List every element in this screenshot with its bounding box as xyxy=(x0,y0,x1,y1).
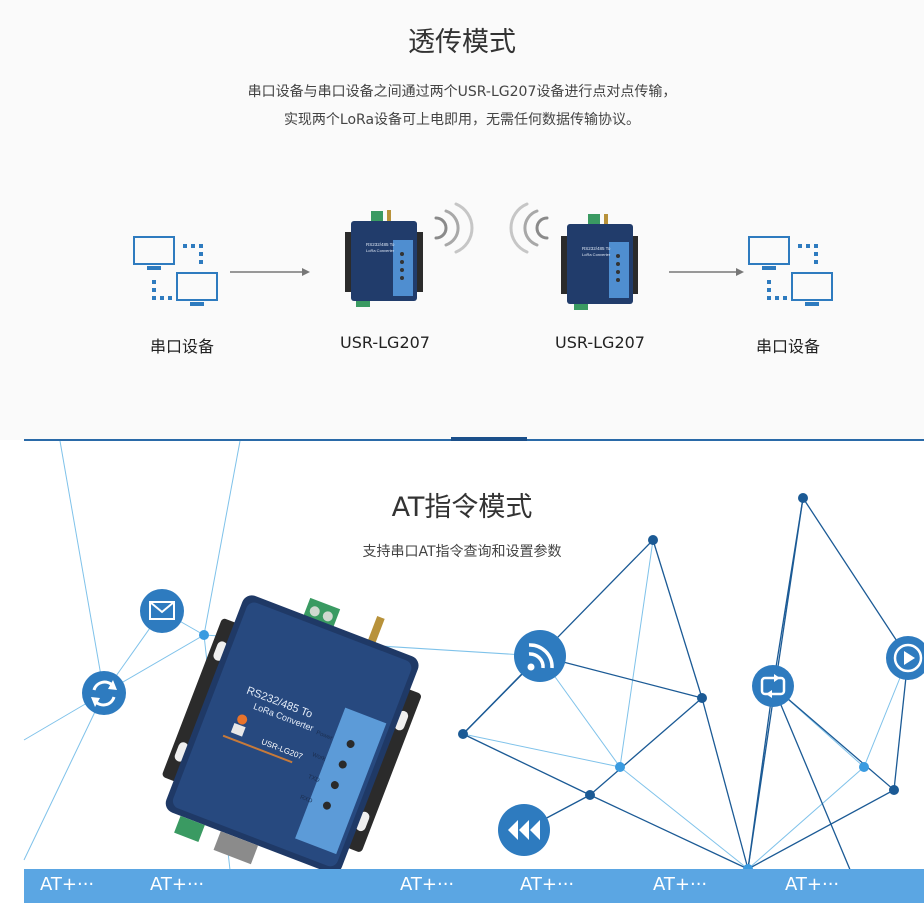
at-label-4: AT+··· xyxy=(520,874,575,895)
usr-lg207-module-b: RS232/485 To LoRa Converter xyxy=(561,214,638,310)
section-subtitle-at: 支持串口AT指令查询和设置参数 xyxy=(362,544,562,560)
section-divider-accent xyxy=(451,437,527,443)
at-label-1: AT+··· xyxy=(40,874,95,895)
svg-text:Power: Power xyxy=(315,730,333,742)
signal-waves-b xyxy=(509,202,549,254)
wireless-signal-icon xyxy=(514,630,566,682)
section-desc-line1: 串口设备与串口设备之间通过两个USR-LG207设备进行点对点传输， xyxy=(247,84,677,100)
serial-device-left-icon xyxy=(133,236,218,306)
svg-text:RXD: RXD xyxy=(299,795,314,805)
svg-text:LoRa Converter: LoRa Converter xyxy=(582,252,611,257)
rewind-icon xyxy=(498,804,550,856)
at-label-5: AT+··· xyxy=(653,874,708,895)
section-title-transparent: 透传模式 xyxy=(408,27,516,58)
at-label-2: AT+··· xyxy=(150,874,205,895)
section-title-at: AT指令模式 xyxy=(391,492,533,523)
transparent-mode-section xyxy=(0,0,924,440)
section-desc-line2: 实现两个LoRa设备可上电即用，无需任何数据传输协议。 xyxy=(283,112,641,128)
svg-text:Work: Work xyxy=(311,752,327,763)
signal-waves-a xyxy=(434,202,474,254)
label-serial-device-left: 串口设备 xyxy=(149,337,214,356)
sync-icon xyxy=(752,665,794,707)
svg-text:RS232/485 To: RS232/485 To xyxy=(582,246,611,251)
label-module-a: USR-LG207 xyxy=(340,333,430,352)
at-label-6: AT+··· xyxy=(785,874,840,895)
label-module-b: USR-LG207 xyxy=(555,333,645,352)
at-command-strip xyxy=(24,869,924,903)
refresh-icon xyxy=(82,671,126,715)
envelope-icon xyxy=(140,589,184,633)
play-icon xyxy=(886,636,924,680)
label-serial-device-right: 串口设备 xyxy=(755,337,820,356)
svg-text:LoRa Converter: LoRa Converter xyxy=(366,248,395,253)
usr-lg207-module-a: RS232/485 To LoRa Converter xyxy=(345,210,423,307)
svg-text:TXD: TXD xyxy=(307,774,321,784)
svg-text:RS232/485 To: RS232/485 To xyxy=(366,242,395,247)
transparent-mode-diagram: RS232/485 To LoRa Converter RS232/485 To… xyxy=(133,202,833,310)
serial-device-right-icon xyxy=(748,236,833,306)
at-label-3: AT+··· xyxy=(400,874,455,895)
